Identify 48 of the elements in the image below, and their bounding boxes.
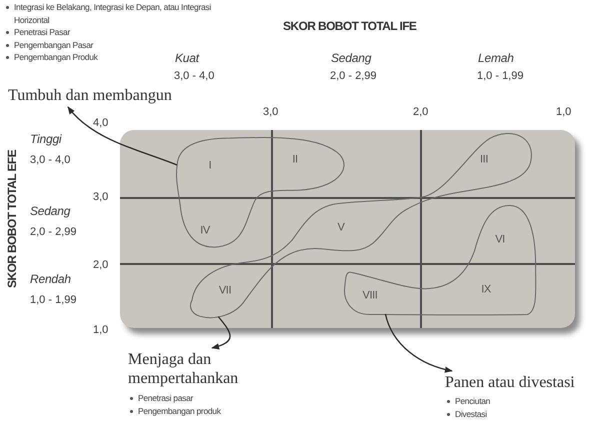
category-label: Sedang: [331, 52, 372, 65]
range-label: 1,0 - 1,99: [477, 70, 524, 83]
roman-numeral: III: [480, 154, 488, 166]
roman-numeral: II: [292, 154, 298, 166]
strategy-item: Integrasi ke Belakang, Integrasi ke Depan, atau Integrasi Horizontal: [4, 1, 222, 26]
strategy-heading: Panen atau divestasi: [445, 373, 575, 392]
roman-numeral: IV: [200, 224, 210, 238]
roman-numeral: VII: [218, 284, 232, 298]
strategy-heading: Menjaga dan mempertahankan: [128, 350, 260, 388]
region-outline: [174, 136, 346, 249]
tick-label: 4,0: [93, 117, 108, 130]
roman-numeral: VI: [495, 234, 505, 246]
tick-label: 1,0: [556, 106, 572, 119]
category-label: Tinggi: [30, 133, 62, 146]
strategy-item: Pengembangan produk: [128, 404, 221, 417]
category-label: Lemah: [478, 52, 514, 65]
region-outline: [343, 204, 538, 316]
strategy-item: Pengembangan Produk: [4, 51, 98, 64]
roman-numeral: V: [338, 222, 344, 234]
tick-label: 2,0: [93, 259, 108, 272]
range-label: 2,0 - 2,99: [30, 226, 76, 239]
roman-numeral: IX: [481, 284, 491, 296]
tick-label: 3,0: [93, 191, 108, 204]
curved-arrow: [68, 106, 178, 166]
tick-label: 3,0: [263, 106, 278, 119]
category-label: Sedang: [30, 205, 70, 218]
strategy-item: Pengembangan Pasar: [4, 38, 94, 51]
range-label: 3,0 - 4,0: [174, 70, 214, 83]
axis-title: SKOR BOBOT TOTAL IFE: [283, 20, 416, 33]
category-label: Rendah: [30, 273, 71, 286]
strategy-heading: Tumbuh dan membangun: [8, 86, 172, 105]
curved-arrow: [384, 314, 453, 372]
tick-label: 2,0: [413, 106, 428, 119]
roman-numeral: VIII: [362, 290, 378, 302]
strategy-item: Penetrasi pasar: [128, 392, 194, 404]
range-label: 2,0 - 2,99: [330, 70, 376, 83]
tick-label: 1,0: [93, 324, 108, 337]
range-label: 1,0 - 1,99: [30, 294, 76, 307]
strategy-item: Divestasi: [445, 408, 487, 420]
strategy-item: Penciutan: [445, 395, 490, 408]
curved-arrow: [211, 316, 231, 350]
strategy-item: Penetrasi Pasar: [4, 26, 70, 38]
axis-title: SKOR BOBOT TOTAL EFE: [6, 150, 19, 288]
region-outline: [189, 132, 533, 319]
range-label: 3,0 - 4,0: [30, 154, 70, 167]
matrix-panel: [120, 130, 575, 328]
category-label: Kuat: [175, 52, 199, 65]
roman-numeral: I: [208, 160, 212, 172]
